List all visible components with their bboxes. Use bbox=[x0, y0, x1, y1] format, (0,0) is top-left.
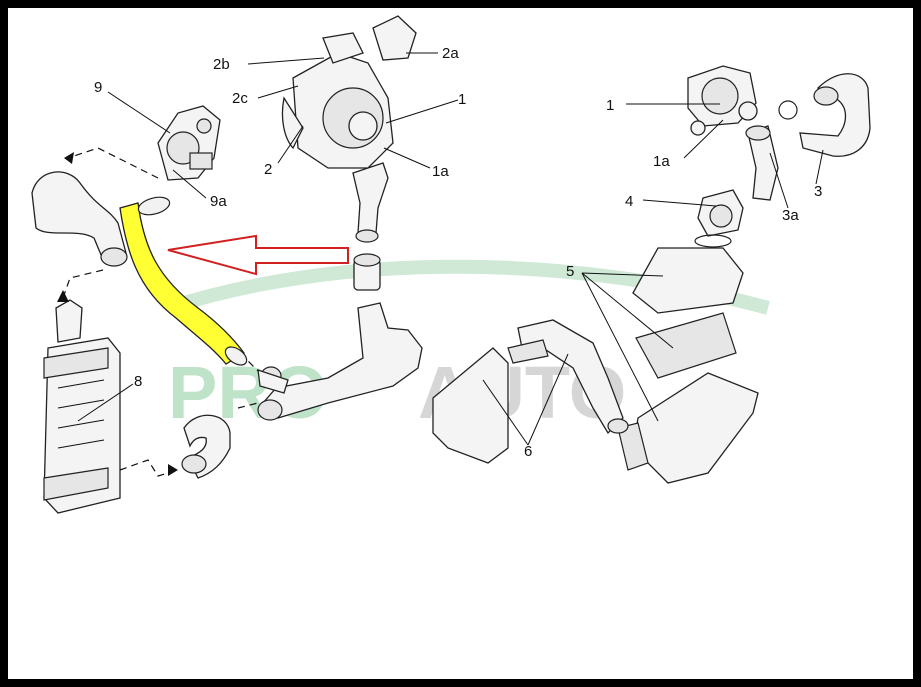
connection-line-pipe bbox=[237, 402, 259, 409]
connection-line-throttle bbox=[67, 147, 159, 179]
exploded-parts-diagram: PRO AUTO bbox=[31, 15, 871, 514]
leader-1-top bbox=[385, 99, 459, 124]
connection-line-intercooler-top bbox=[62, 269, 104, 299]
label-9: 9 bbox=[94, 79, 102, 96]
label-6: 6 bbox=[524, 443, 532, 460]
air-filter-housing bbox=[617, 247, 759, 484]
highlighted-charge-air-hose bbox=[119, 196, 248, 366]
leader-3a bbox=[769, 152, 789, 209]
leader-1a-mid bbox=[383, 147, 431, 169]
highlight-arrow bbox=[167, 234, 349, 276]
arrow-head bbox=[64, 152, 74, 164]
leader-3 bbox=[815, 149, 824, 185]
label-2a: 2a bbox=[442, 45, 459, 62]
label-1a-right: 1a bbox=[653, 153, 670, 170]
label-3: 3 bbox=[814, 183, 822, 200]
turbocharger bbox=[281, 15, 417, 169]
lower-intercooler-hose bbox=[181, 414, 231, 479]
arrow-head bbox=[168, 464, 178, 476]
label-4: 4 bbox=[625, 193, 633, 210]
leader-5a bbox=[581, 272, 664, 277]
label-8: 8 bbox=[134, 373, 142, 390]
label-5: 5 bbox=[566, 263, 574, 280]
diagram-canvas: PRO AUTO bbox=[8, 8, 913, 679]
throttle-body bbox=[157, 105, 221, 181]
label-1-top: 1 bbox=[458, 91, 466, 108]
leader-2 bbox=[277, 125, 304, 164]
leader-5c bbox=[581, 272, 659, 422]
leader-9a bbox=[172, 169, 207, 199]
label-2: 2 bbox=[264, 161, 272, 178]
turbocharger-small bbox=[687, 65, 758, 136]
air-flow-meter bbox=[694, 189, 744, 248]
label-1-right: 1 bbox=[606, 97, 614, 114]
leader-4 bbox=[642, 199, 717, 207]
leader-2b bbox=[247, 57, 325, 65]
intercooler bbox=[43, 299, 121, 514]
leader-8 bbox=[77, 383, 134, 422]
label-2c: 2c bbox=[232, 90, 248, 107]
air-intake-duct bbox=[432, 319, 629, 464]
charge-air-pipe bbox=[257, 302, 423, 421]
leader-5b bbox=[581, 272, 674, 349]
arrow-head bbox=[57, 290, 69, 302]
connection-line-intercooler-bottom bbox=[119, 459, 179, 477]
label-9a: 9a bbox=[210, 193, 227, 210]
turbo-outlet-pipe bbox=[352, 162, 389, 291]
leader-6a bbox=[482, 379, 529, 446]
leader-1a-right bbox=[683, 119, 724, 159]
label-3a: 3a bbox=[782, 207, 799, 224]
upper-intercooler-hose bbox=[31, 171, 128, 267]
leader-9 bbox=[107, 91, 171, 134]
leader-6b bbox=[527, 353, 569, 446]
leader-2c bbox=[257, 85, 299, 99]
label-2b: 2b bbox=[213, 56, 230, 73]
air-intake-hose bbox=[745, 73, 871, 201]
label-1a-mid: 1a bbox=[432, 163, 449, 180]
